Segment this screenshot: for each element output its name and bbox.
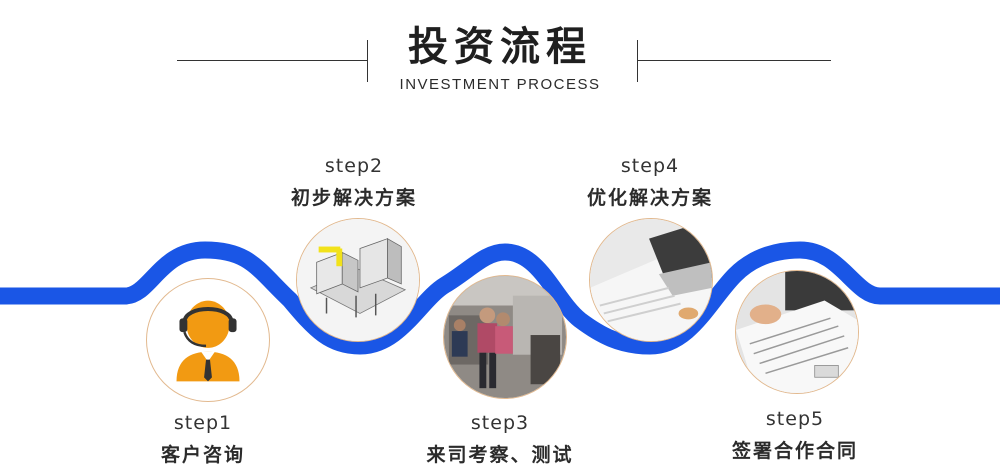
page-subtitle: INVESTMENT PROCESS [399, 76, 601, 93]
step4-circle [589, 218, 713, 342]
step2-label: step2 初步解决方案 [244, 155, 464, 210]
contract-signing-image [736, 271, 858, 393]
step5-text: 签署合作合同 [731, 440, 858, 462]
laptop-documents-image [590, 219, 712, 341]
header-divider-left [367, 40, 368, 82]
customer-service-agent-icon [176, 300, 240, 382]
step3-label: step3 来司考察、测试 [390, 412, 610, 467]
step1-text: 客户咨询 [160, 444, 245, 466]
step4-number: step4 [620, 155, 680, 177]
header-divider-right [637, 40, 638, 82]
step4-text: 优化解决方案 [586, 187, 713, 209]
header-rule-right [637, 60, 831, 61]
step1-number: step1 [173, 412, 233, 434]
step2-number: step2 [324, 155, 384, 177]
step5-label: step5 签署合作合同 [685, 408, 905, 463]
machinery-plan-image [297, 219, 419, 341]
step3-number: step3 [470, 412, 530, 434]
step1-circle [146, 278, 270, 402]
page-title: 投资流程 [408, 24, 592, 70]
step3-text: 来司考察、测试 [426, 444, 574, 466]
step1-label: step1 客户咨询 [93, 412, 313, 467]
step2-text: 初步解决方案 [290, 187, 417, 209]
step4-label: step4 优化解决方案 [540, 155, 760, 210]
step3-circle [443, 275, 567, 399]
step2-circle [296, 218, 420, 342]
header-rule-left [177, 60, 367, 61]
step5-circle [735, 270, 859, 394]
step5-number: step5 [765, 408, 825, 430]
factory-visit-image [444, 276, 566, 398]
